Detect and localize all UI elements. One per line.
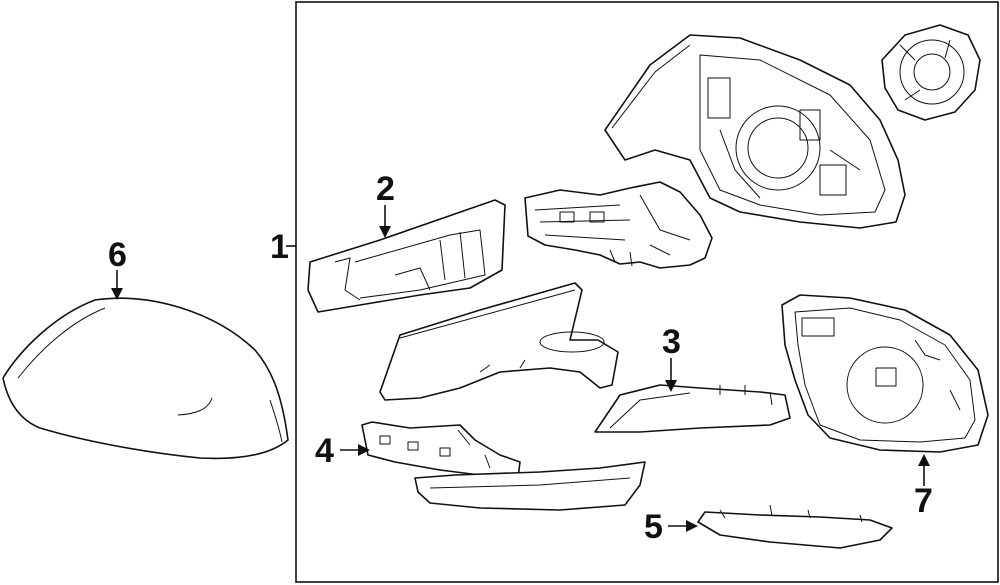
svg-text:5: 5: [644, 508, 663, 546]
svg-text:1: 1: [270, 228, 289, 266]
callout-7: 7: [914, 454, 933, 520]
part-3-trim-strip[interactable]: [594, 384, 791, 433]
svg-text:6: 6: [108, 236, 127, 274]
turn-signal-lens[interactable]: [414, 461, 646, 511]
assembly-frame: [295, 1, 999, 583]
svg-text:4: 4: [315, 432, 334, 470]
part-6-mirror-cover[interactable]: [2, 297, 289, 460]
callout-2: 2: [376, 170, 395, 238]
mirror-base-housing[interactable]: [379, 282, 619, 401]
svg-text:7: 7: [914, 482, 933, 520]
callout-6: 6: [108, 236, 127, 300]
callout-3: 3: [662, 323, 681, 392]
part-7-mirror-glass[interactable]: [781, 294, 989, 453]
svg-text:3: 3: [662, 323, 681, 361]
mirror-actuator-assembly[interactable]: [524, 181, 713, 269]
callout-1: 1: [270, 228, 296, 266]
part-4-lower-bracket[interactable]: [361, 421, 521, 479]
part-5-lower-strip[interactable]: [697, 504, 893, 549]
callout-4: 4: [315, 432, 370, 470]
svg-text:2: 2: [376, 170, 395, 208]
callout-5: 5: [644, 508, 698, 546]
mirror-back-housing[interactable]: [604, 34, 906, 229]
mirror-motor[interactable]: [881, 24, 981, 121]
part-2-housing-bracket[interactable]: [307, 199, 506, 313]
